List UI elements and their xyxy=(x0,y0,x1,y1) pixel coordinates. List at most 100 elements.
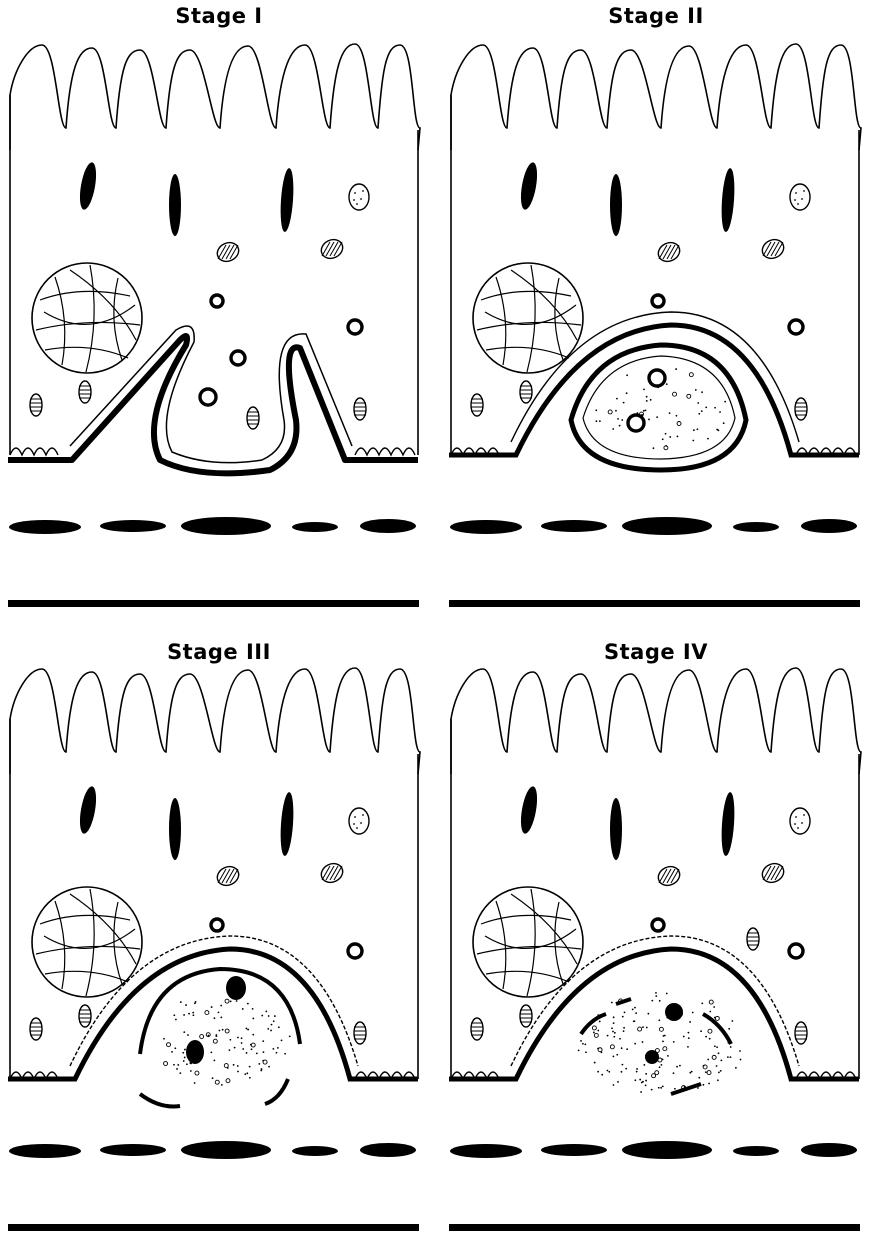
debris-dot xyxy=(687,1046,689,1048)
debris-dot xyxy=(701,410,703,412)
stippled-vesicle xyxy=(790,184,810,210)
debris-dot xyxy=(698,1077,700,1079)
debris-dot xyxy=(662,1058,664,1060)
dense-granule xyxy=(518,161,540,211)
debris-dot xyxy=(263,1051,265,1053)
debris-dot xyxy=(617,418,619,420)
debris-dot xyxy=(730,1046,732,1048)
debris-dot xyxy=(192,1012,194,1014)
debris-dot xyxy=(251,1048,253,1050)
debris-dot xyxy=(171,1051,173,1053)
debris-dot xyxy=(709,1038,711,1040)
stipple-dot xyxy=(803,814,805,816)
debris-dot xyxy=(632,1009,634,1011)
debris-dot xyxy=(645,1073,647,1075)
debris-dot xyxy=(645,409,647,411)
debris-dot xyxy=(179,1072,181,1074)
debris-dot xyxy=(659,1066,661,1068)
debris-dot xyxy=(639,1079,641,1081)
debris-dot xyxy=(182,1052,184,1054)
debris-dot xyxy=(622,1016,624,1018)
debris-dot xyxy=(268,1015,270,1017)
debris-dot xyxy=(218,1011,220,1013)
debris-dot xyxy=(611,1027,613,1029)
striated-body xyxy=(354,1022,366,1044)
debris-dot xyxy=(650,399,652,401)
stipple-dot xyxy=(797,827,799,829)
debris-ring xyxy=(263,1060,267,1064)
debris-dot xyxy=(599,1021,601,1023)
debris-dot xyxy=(722,1030,724,1032)
stipple-dot xyxy=(360,198,362,200)
hatched-body xyxy=(214,863,242,889)
debris-dot xyxy=(659,1000,661,1002)
debris-dot xyxy=(701,391,703,393)
debris-dot xyxy=(653,447,655,449)
debris-dot xyxy=(718,1052,720,1054)
basal-fold xyxy=(10,448,58,455)
debris-dot xyxy=(651,1000,653,1002)
debris-dot xyxy=(613,1084,615,1086)
debris-dot xyxy=(268,1066,270,1068)
debris-dot xyxy=(727,1056,729,1058)
wall-remnant xyxy=(581,1014,606,1034)
dense-granule xyxy=(518,785,540,835)
debris-dot xyxy=(272,1048,274,1050)
debris-dot xyxy=(250,1044,252,1046)
debris-dot xyxy=(174,1047,176,1049)
debris-dot xyxy=(646,400,648,402)
small-vesicle xyxy=(348,944,362,958)
debris-dot xyxy=(256,1052,258,1054)
debris-dot xyxy=(249,1077,251,1079)
debris-dot xyxy=(237,1071,239,1073)
debris-dot xyxy=(688,1032,690,1034)
debris-dot xyxy=(274,1015,276,1017)
debris-dot xyxy=(658,1087,660,1089)
debris-dot xyxy=(188,1013,190,1015)
debris-ring xyxy=(598,1048,602,1052)
debris-dot xyxy=(252,1018,254,1020)
debris-dot xyxy=(692,440,694,442)
endothelial-nucleus xyxy=(801,519,857,533)
small-vesicle xyxy=(652,295,664,307)
debris-dot xyxy=(180,1001,182,1003)
striated-body xyxy=(520,381,532,403)
debris-ring xyxy=(610,1045,614,1049)
striated-body xyxy=(247,407,259,429)
vacuole-wall-fragment xyxy=(140,969,300,1054)
basal-lamina xyxy=(8,1224,419,1231)
debris-dot xyxy=(679,1065,681,1067)
debris-ring xyxy=(708,1029,712,1033)
debris-dot xyxy=(211,1006,213,1008)
hatched-body xyxy=(655,863,683,889)
debris-dot xyxy=(616,1054,618,1056)
debris-dot xyxy=(221,1084,223,1086)
debris-ring xyxy=(655,1071,659,1075)
debris-dot xyxy=(661,1064,663,1066)
debris-dot xyxy=(658,1019,660,1021)
debris-dot xyxy=(667,1055,669,1057)
hatched-body xyxy=(318,236,346,262)
debris-dot xyxy=(707,1059,709,1061)
debris-dot xyxy=(214,1017,216,1019)
debris-dot xyxy=(677,436,679,438)
small-vesicle xyxy=(789,944,803,958)
debris-dot xyxy=(643,1064,645,1066)
debris-dot xyxy=(208,1035,210,1037)
stage-3-diagram xyxy=(0,624,430,1248)
dense-granule xyxy=(610,798,622,860)
striated-body xyxy=(520,1005,532,1027)
debris-dot xyxy=(242,1008,244,1010)
stipple-dot xyxy=(797,203,799,205)
debris-dot xyxy=(245,1028,247,1030)
debris-dot xyxy=(194,1002,196,1004)
debris-dot xyxy=(187,1034,189,1036)
dense-granule xyxy=(720,792,736,857)
debris-dot xyxy=(716,1065,718,1067)
debris-ring xyxy=(707,1071,711,1075)
wall-remnant xyxy=(703,1014,731,1044)
debris-dot xyxy=(669,436,671,438)
debris-dot xyxy=(714,1045,716,1047)
debris-dot xyxy=(246,1052,248,1054)
microvillus-border xyxy=(451,44,861,150)
